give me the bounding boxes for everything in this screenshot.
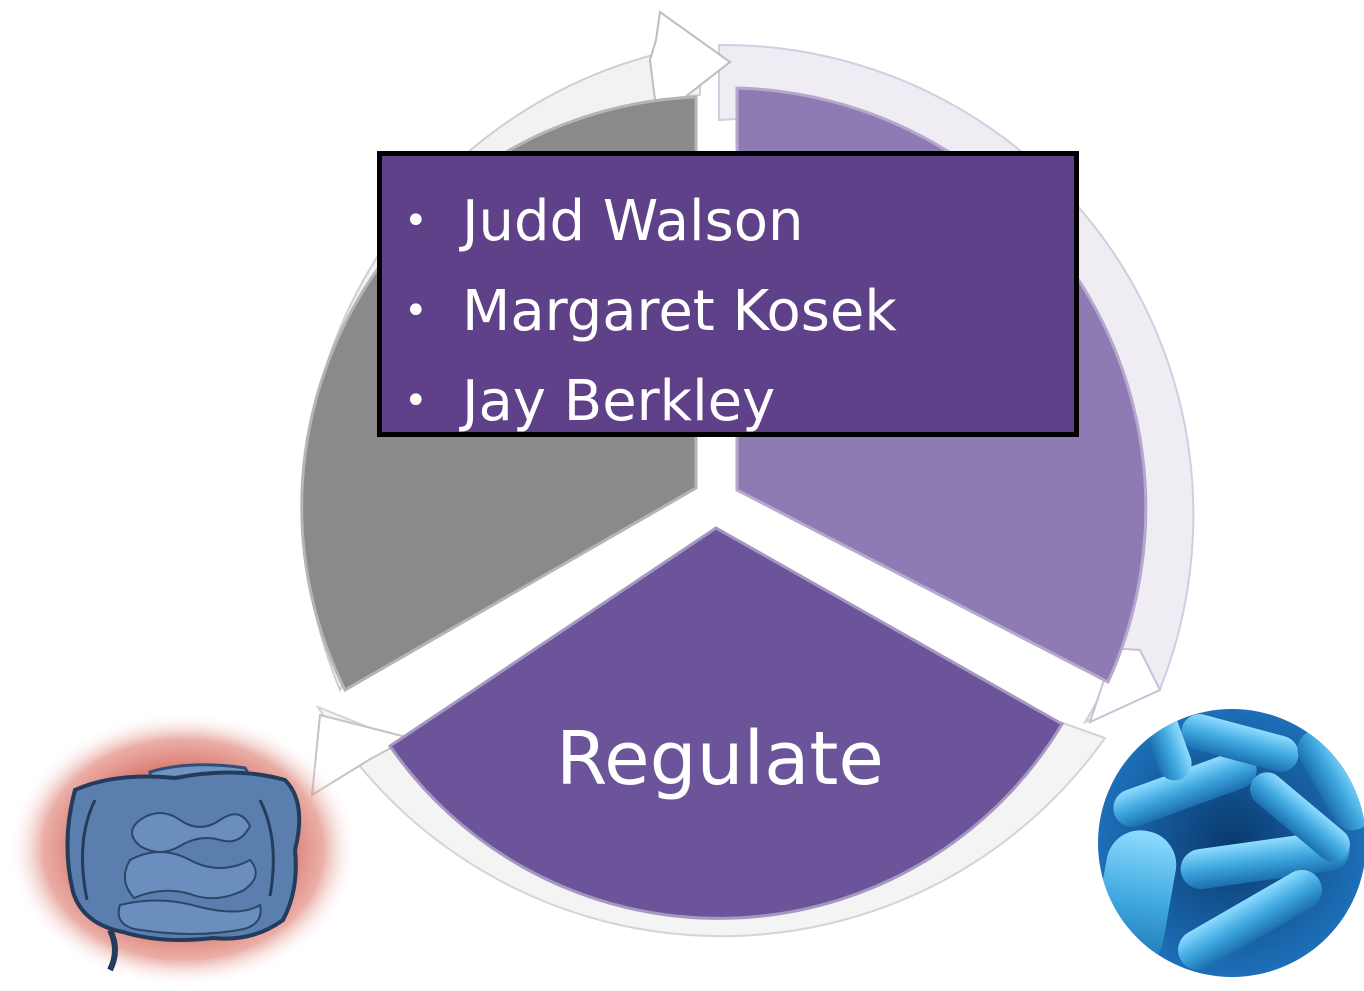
intestines-icon bbox=[8, 712, 358, 987]
names-list: • Judd Walson • Margaret Kosek • Jay Ber… bbox=[404, 176, 1074, 446]
name-label: Margaret Kosek bbox=[462, 278, 897, 344]
bullet-icon: • bbox=[404, 198, 428, 244]
name-label: Judd Walson bbox=[462, 188, 804, 254]
list-item: • Jay Berkley bbox=[404, 356, 1074, 446]
bullet-icon: • bbox=[404, 288, 428, 334]
list-item: • Judd Walson bbox=[404, 176, 1074, 266]
names-box: • Judd Walson • Margaret Kosek • Jay Ber… bbox=[377, 151, 1079, 437]
name-label: Jay Berkley bbox=[462, 368, 776, 434]
segment-label-regulate: Regulate bbox=[556, 716, 884, 802]
list-item: • Margaret Kosek bbox=[404, 266, 1074, 356]
bacteria-icon bbox=[1098, 709, 1364, 977]
segment-bottom bbox=[387, 526, 1065, 920]
bullet-icon: • bbox=[404, 378, 428, 424]
